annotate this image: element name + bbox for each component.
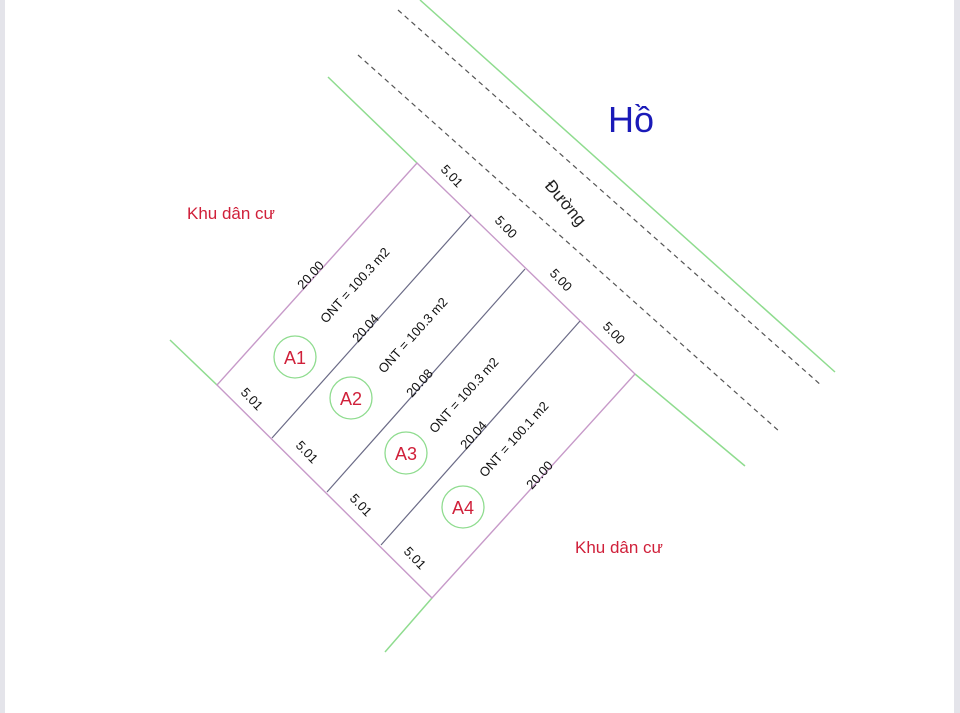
front-dimension-a3: 5.00	[547, 266, 575, 295]
area-label-a2: ONT = 100.3 m2	[375, 294, 451, 376]
residential-label-bottom-right: Khu dân cư	[575, 538, 663, 557]
plot-marker-a1: A1	[273, 335, 317, 379]
plot-id-a3: A3	[395, 444, 417, 464]
plot-circle-icon	[384, 431, 428, 475]
plots-outer-boundary	[216, 161, 636, 600]
divider-a3-a4	[380, 320, 581, 546]
road-edge-dashed-far	[397, 9, 823, 387]
plot-circle-icon	[273, 335, 317, 379]
back-dimension-a4: 5.01	[401, 544, 429, 573]
plot-id-a2: A2	[340, 389, 362, 409]
back-dimension-a2: 5.01	[293, 438, 321, 467]
plot-marker-a2: A2	[329, 376, 373, 420]
right-frame-edge	[954, 0, 960, 713]
side-length-outer-a1: 20.00	[294, 258, 327, 292]
divider-a2-a3	[326, 268, 526, 493]
road-edge-dashed-near	[357, 54, 781, 433]
plot-circle-icon	[441, 485, 485, 529]
road-label: Đường	[541, 176, 590, 229]
area-label-a3: ONT = 100.3 m2	[426, 354, 502, 436]
back-dimension-a3: 5.01	[347, 491, 375, 520]
side-length-a2-a3: 20.08	[403, 366, 436, 400]
area-label-a1: ONT = 100.3 m2	[317, 244, 393, 326]
side-length-a1-a2: 20.04	[349, 311, 382, 345]
left-frame-edge	[0, 0, 5, 713]
green-boundary-upper-right	[634, 373, 746, 467]
green-boundary-lower-left	[169, 339, 218, 386]
lake-label: Hồ	[608, 99, 654, 140]
green-boundary-lower-bottom	[384, 597, 433, 653]
divider-a1-a2	[271, 214, 472, 439]
plot-circle-icon	[329, 376, 373, 420]
residential-label-top-left: Khu dân cư	[187, 204, 275, 223]
side-length-outer-a4: 20.00	[523, 458, 556, 492]
plot-id-a1: A1	[284, 348, 306, 368]
front-dimension-a4: 5.00	[600, 319, 628, 348]
front-dimension-a1: 5.01	[438, 162, 466, 191]
side-length-a3-a4: 20.04	[457, 418, 490, 452]
lake-boundary-line	[419, 0, 836, 373]
plot-marker-a4: A4	[441, 485, 485, 529]
front-dimension-a2: 5.00	[492, 213, 520, 242]
plot-id-a4: A4	[452, 498, 474, 518]
plot-marker-a3: A3	[384, 431, 428, 475]
green-boundary-upper-left	[327, 76, 418, 164]
